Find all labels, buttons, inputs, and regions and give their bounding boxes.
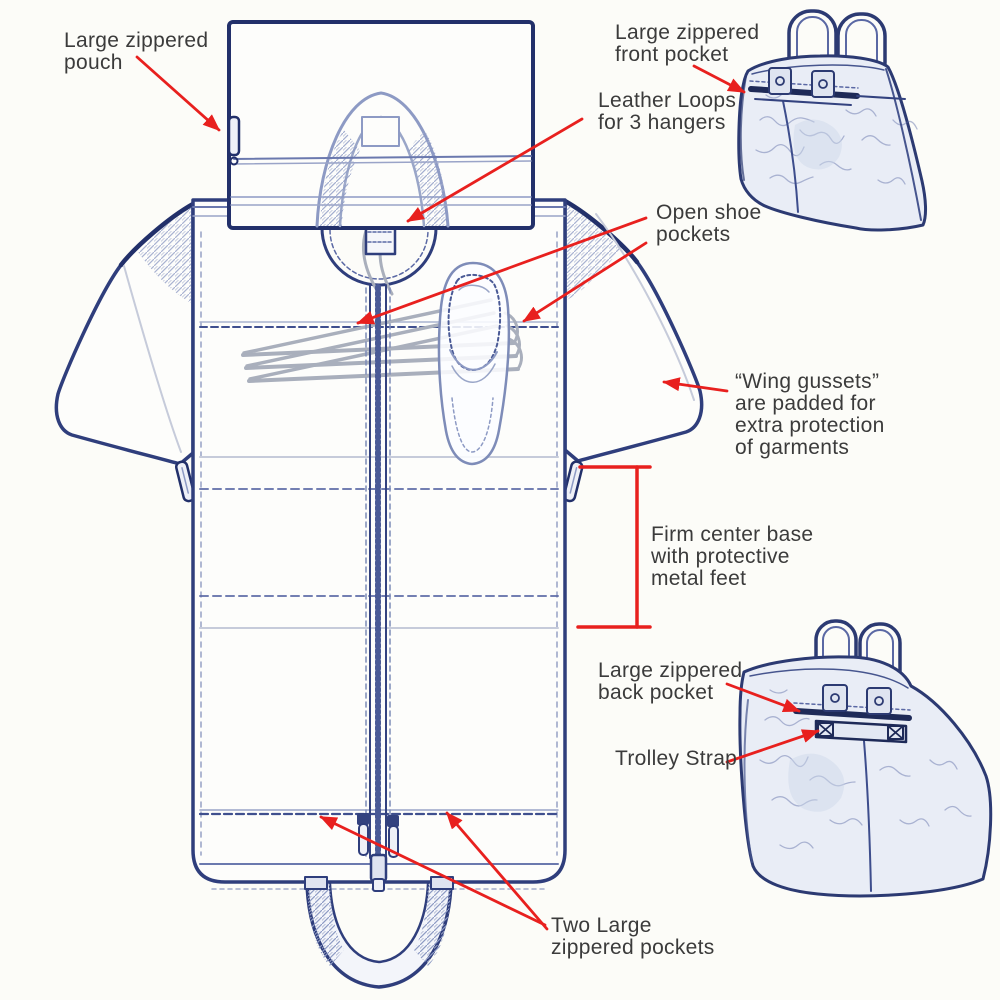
label-leather-loops: Leather Loops for 3 hangers bbox=[598, 89, 737, 134]
garment-bag-sketch bbox=[54, 20, 704, 989]
arrow-front-pocket bbox=[692, 64, 746, 94]
annotation-arrows bbox=[135, 55, 820, 931]
duffel-back-sketch bbox=[738, 619, 993, 898]
arrow-trolley-strap bbox=[725, 729, 820, 764]
arrow-two-pockets-left bbox=[319, 815, 547, 927]
duffel-back-body bbox=[738, 655, 993, 898]
right-wing-gusset bbox=[562, 198, 704, 503]
trolley-strap bbox=[814, 719, 908, 744]
arrow-leather-loops bbox=[406, 117, 584, 223]
label-large-zippered-pouch: Large zippered pouch bbox=[64, 29, 209, 74]
duffel-front-body bbox=[737, 54, 927, 232]
label-firm-center-base: Firm center base with protective metal f… bbox=[651, 523, 814, 590]
top-flap-pouch-panel bbox=[227, 20, 535, 230]
label-wing-gussets: “Wing gussets” are padded for extra prot… bbox=[735, 370, 885, 459]
label-open-shoe-pockets: Open shoe pockets bbox=[656, 201, 762, 246]
center-base-bracket bbox=[576, 465, 652, 629]
arrow-two-pockets-right bbox=[445, 811, 549, 931]
label-back-pocket: Large zippered back pocket bbox=[598, 659, 743, 704]
arrow-wing-gussets bbox=[662, 377, 729, 393]
arrow-shoe-pocket-left bbox=[356, 216, 648, 325]
pouch-zipper-pull bbox=[227, 115, 241, 166]
duffel-front-sketch bbox=[737, 9, 927, 232]
bottom-carry-handle bbox=[304, 876, 454, 989]
label-front-pocket: Large zippered front pocket bbox=[615, 21, 760, 66]
arrow-shoe-pocket-right bbox=[522, 241, 648, 323]
right-wing-zipper-pull bbox=[562, 460, 584, 503]
left-wing-zipper-pull bbox=[174, 460, 196, 503]
arrow-back-pocket bbox=[725, 682, 801, 713]
flap-label-patch bbox=[361, 116, 400, 147]
arrow-large-zippered-pouch bbox=[135, 55, 221, 132]
bottom-pocket-zipper-pulls bbox=[357, 813, 399, 858]
label-trolley-strap: Trolley Strap bbox=[615, 747, 738, 770]
shoe-sketch bbox=[437, 261, 511, 466]
left-wing-gusset bbox=[54, 201, 196, 503]
label-two-large-pockets: Two Large zippered pockets bbox=[551, 914, 715, 959]
center-zipper bbox=[365, 284, 391, 892]
